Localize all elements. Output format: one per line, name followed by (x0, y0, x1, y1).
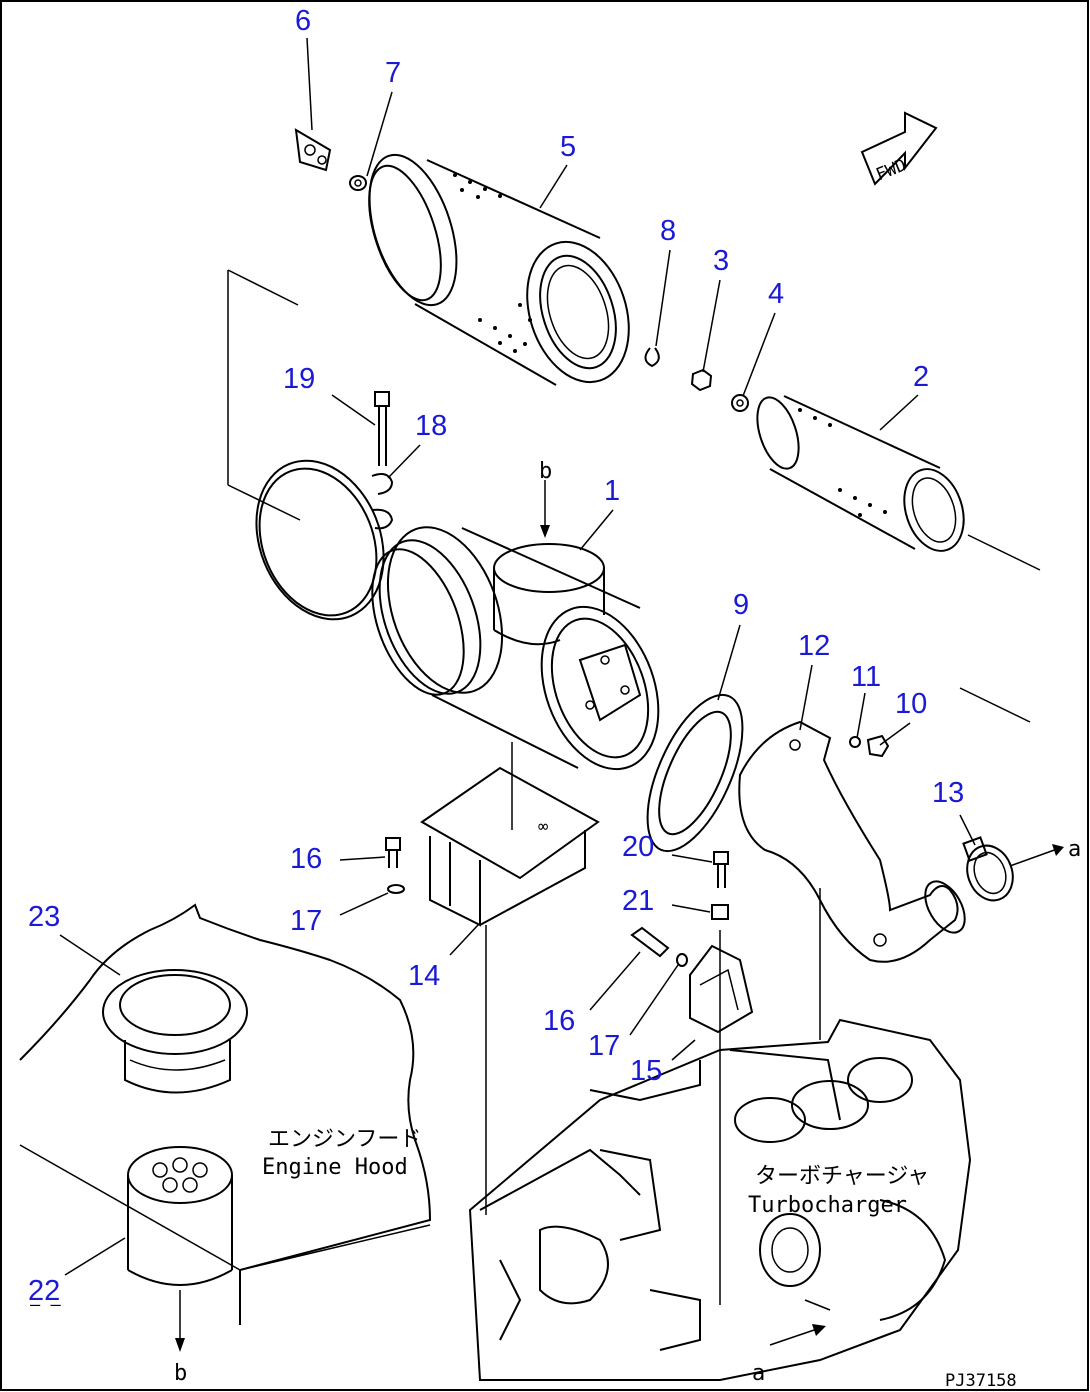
hose-clamp-part-13 (962, 836, 1014, 902)
part-number-9[interactable]: 9 (733, 589, 749, 621)
part-number-16-left[interactable]: 16 (290, 843, 322, 875)
part-number-23[interactable]: 23 (28, 901, 60, 933)
part-number-4[interactable]: 4 (768, 278, 784, 310)
part-number-7[interactable]: 7 (385, 57, 401, 89)
part-number-20[interactable]: 18 (415, 410, 447, 442)
nut-part-4 (731, 394, 749, 412)
part-number-2[interactable]: 2 (913, 361, 929, 393)
part-number-10[interactable]: 10 (895, 688, 927, 720)
mount-bracket-part-15 (689, 944, 754, 1034)
part-number-8[interactable]: 8 (660, 215, 676, 247)
bolt-part-16-left (385, 837, 401, 868)
part-number-1[interactable]: 1 (604, 475, 620, 507)
part-number-15[interactable]: 15 (630, 1055, 662, 1087)
engine-hood-inset (19, 903, 432, 1325)
ref-b-bottom: b (174, 1361, 187, 1386)
precleaner-cap-part-23 (102, 969, 248, 1094)
part-number-3[interactable]: 3 (713, 245, 729, 277)
band-clamp-part-20 (255, 459, 394, 621)
part-number-12[interactable]: 12 (798, 630, 830, 662)
precleaner-element-part-22 (127, 1146, 233, 1286)
part-number-17-right[interactable]: 17 (588, 1030, 620, 1062)
nut-part-3 (690, 368, 713, 392)
part-number-11[interactable]: 11 (851, 661, 881, 693)
clip-part-6 (294, 128, 332, 172)
gasket-part-9 (646, 693, 744, 853)
bolt-part-18 (713, 851, 729, 888)
drawing-code-label: PJ37158 (945, 1371, 1017, 1391)
part-number-18[interactable]: 20 (622, 831, 654, 863)
ref-a-right: a (1068, 837, 1081, 862)
clip-part-8 (644, 347, 660, 368)
part-number-13[interactable]: 13 (932, 777, 964, 809)
ref-a-bottom: a (752, 1361, 765, 1386)
washer-part-17-left (387, 884, 405, 894)
turbocharger-en-label: Turbocharger (748, 1193, 907, 1218)
fwd-label: FWD (873, 155, 909, 185)
bolt-part-11 (849, 736, 861, 748)
air-cleaner-body-part-1 (371, 526, 660, 771)
bolt-part-21 (374, 391, 390, 466)
part-number-17-left[interactable]: 17 (290, 905, 322, 937)
washer-part-17-right (676, 953, 688, 967)
ref-dash-label: — — (30, 1295, 61, 1315)
nut-part-10 (866, 734, 890, 758)
engine-hood-en-label: Engine Hood (262, 1155, 408, 1180)
nut-part-7 (349, 175, 367, 191)
part-number-22[interactable]: 22 (28, 1275, 60, 1307)
ref-b-top: b (539, 459, 552, 484)
part-number-14[interactable]: 14 (408, 960, 440, 992)
fwd-arrow-icon: FWD (860, 111, 938, 186)
engine-hood-jp-label: エンジンフード (268, 1127, 421, 1152)
turbocharger-jp-label: ターボチャージャ (755, 1164, 929, 1189)
part-number-6[interactable]: 6 (295, 5, 311, 37)
engine-block (468, 1018, 972, 1381)
part-number-21[interactable]: 19 (283, 363, 315, 395)
part-number-5[interactable]: 5 (560, 131, 576, 163)
bolt-part-16-right (630, 926, 670, 958)
outlet-elbow-part-12 (738, 720, 966, 963)
bracket-part-14: ∞ (420, 766, 600, 927)
part-number-19[interactable]: 21 (622, 885, 654, 917)
bracket-holes-label: ∞ (538, 817, 548, 837)
part-number-16-right[interactable]: 16 (543, 1005, 575, 1037)
outer-element-part-5 (368, 153, 630, 386)
spacer-part-19 (711, 904, 729, 920)
inner-element-part-2 (756, 395, 965, 552)
leader-lines (59, 37, 1064, 1352)
